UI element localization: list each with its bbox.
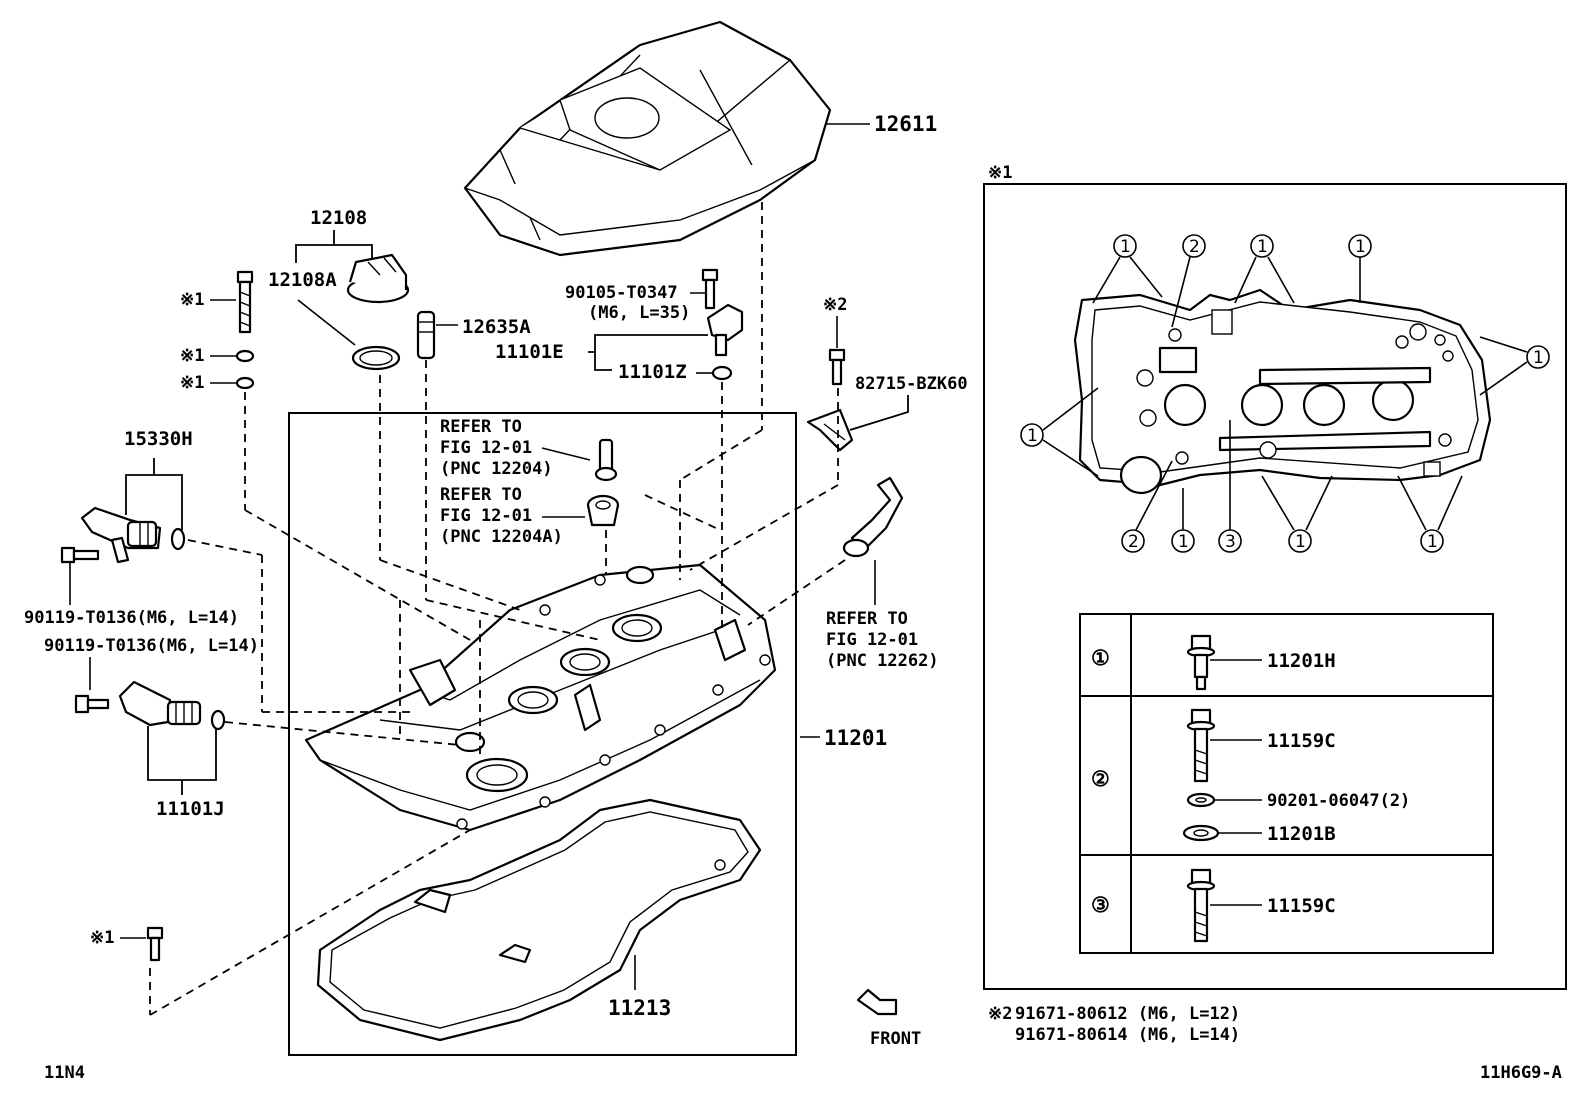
callout-top-1b: 1 — [1234, 234, 1295, 304]
bolt-table — [1079, 613, 1494, 954]
label-11101Z: 11101Z — [618, 361, 687, 383]
front-label: FRONT — [870, 1029, 921, 1049]
pcv-valve — [416, 310, 436, 360]
callout-top-1a: 1 — [1092, 234, 1163, 304]
label-82715: 82715-BZK60 — [855, 374, 968, 394]
table-num-3: ③ — [1091, 893, 1110, 917]
o-ring-11101Z — [711, 365, 733, 381]
svg-text:2: 2 — [1189, 237, 1200, 257]
label-15330H: 15330H — [124, 428, 193, 450]
callout-right-1: 1 — [1479, 336, 1550, 396]
note-mark-1d: ※1 — [90, 928, 114, 948]
svg-text:1: 1 — [1355, 237, 1366, 257]
note-mark-2: ※2 — [823, 295, 847, 315]
bolt-11159C-b — [1186, 868, 1216, 943]
label-11101E: 11101E — [495, 341, 564, 363]
head-cover-gasket — [316, 798, 762, 1042]
cylinder-head-cover — [304, 563, 777, 832]
svg-text:3: 3 — [1225, 532, 1236, 552]
note-mark-1a: ※1 — [180, 290, 204, 310]
callout-bottom-3: 3 — [1218, 420, 1242, 553]
wire-bracket — [806, 408, 854, 452]
label-11213: 11213 — [608, 996, 671, 1020]
ref3-line3: (PNC 12262) — [826, 651, 939, 671]
note2-line1: 91671-80612 (M6, L=12) — [1015, 1004, 1240, 1024]
label-11101J: 11101J — [156, 798, 225, 820]
svg-text:1: 1 — [1295, 532, 1306, 552]
label-90105-spec: (M6, L=35) — [588, 303, 690, 323]
assembly-lines — [149, 202, 846, 1016]
table-label-90201: 90201-06047(2) — [1267, 791, 1410, 811]
grommet-12204A — [586, 494, 620, 527]
callout-top-2: 2 — [1171, 234, 1206, 328]
svg-text:1: 1 — [1027, 426, 1038, 446]
table-label-11201B: 11201B — [1267, 823, 1336, 845]
table-label-11159C-a: 11159C — [1267, 730, 1336, 752]
svg-text:1: 1 — [1178, 532, 1189, 552]
callout-bottom-2: 2 — [1121, 460, 1173, 553]
oil-control-valve-upper — [80, 506, 186, 564]
svg-text:1: 1 — [1533, 348, 1544, 368]
gasket-bolt-layout — [1073, 288, 1492, 495]
footer-left-code: 11N4 — [44, 1063, 85, 1083]
bolt-90119-a — [60, 546, 100, 564]
engine-cover-12611 — [463, 20, 832, 257]
ref2-line1: REFER TO — [440, 485, 522, 505]
bolt-top-left — [236, 270, 254, 334]
ref1-line2: FIG 12-01 — [440, 438, 532, 458]
table-label-11201H: 11201H — [1267, 650, 1336, 672]
inset-callouts: 1 2 1 1 1 1 — [1020, 234, 1550, 553]
oil-filler-cap — [346, 253, 410, 304]
label-12108: 12108 — [310, 207, 367, 229]
svg-text:1: 1 — [1427, 532, 1438, 552]
callout-bottom-1a: 1 — [1171, 488, 1195, 553]
label-90105: 90105-T0347 — [565, 283, 678, 303]
oil-control-valve-lower — [118, 680, 226, 731]
ref3-line1: REFER TO — [826, 609, 908, 629]
label-11201: 11201 — [824, 726, 887, 750]
table-num-2: ② — [1091, 767, 1110, 791]
front-arrow-icon — [856, 988, 898, 1016]
oil-filler-gasket — [351, 345, 401, 371]
inset-title: ※1 — [988, 163, 1012, 183]
ref1-line3: (PNC 12204) — [440, 459, 553, 479]
ref1-line1: REFER TO — [440, 417, 522, 437]
bolt-note2 — [828, 348, 846, 386]
washer-2 — [235, 376, 255, 390]
bolt-11201H — [1186, 634, 1216, 691]
inset-frame — [983, 183, 1567, 990]
bolt-bottom-left — [146, 926, 164, 962]
callout-bottom-1c: 1 — [1397, 475, 1463, 553]
label-12108A: 12108A — [268, 269, 337, 291]
table-label-11159C-b: 11159C — [1267, 895, 1336, 917]
callout-bottom-1b: 1 — [1261, 475, 1333, 553]
bolt-90119-b — [74, 694, 110, 714]
ref2-line3: (PNC 12204A) — [440, 527, 563, 547]
ventilation-hose — [842, 476, 904, 558]
note2-line2: 91671-80614 (M6, L=14) — [1015, 1025, 1240, 1045]
note-mark-1b: ※1 — [180, 346, 204, 366]
label-12635A: 12635A — [462, 316, 531, 338]
svg-text:1: 1 — [1120, 237, 1131, 257]
cam-position-sensor — [706, 303, 744, 357]
callout-top-1c: 1 — [1348, 234, 1372, 303]
label-90119-a: 90119-T0136(M6, L=14) — [24, 608, 239, 628]
bolt-90105 — [701, 268, 719, 310]
washer-1 — [235, 349, 255, 363]
note2-mark: ※2 — [988, 1004, 1012, 1024]
label-12611: 12611 — [874, 112, 937, 136]
svg-text:1: 1 — [1257, 237, 1268, 257]
pcv-grommet-12204 — [594, 438, 618, 482]
bolt-11159C-a — [1186, 708, 1216, 783]
svg-text:2: 2 — [1128, 532, 1139, 552]
ref2-line2: FIG 12-01 — [440, 506, 532, 526]
callout-left-1: 1 — [1020, 387, 1099, 477]
label-90119-b: 90119-T0136(M6, L=14) — [44, 636, 259, 656]
footer-right-code: 11H6G9-A — [1480, 1063, 1562, 1083]
ref3-line2: FIG 12-01 — [826, 630, 918, 650]
note-mark-1c: ※1 — [180, 373, 204, 393]
assembly-frame — [288, 412, 797, 1056]
table-num-1: ① — [1091, 646, 1110, 670]
